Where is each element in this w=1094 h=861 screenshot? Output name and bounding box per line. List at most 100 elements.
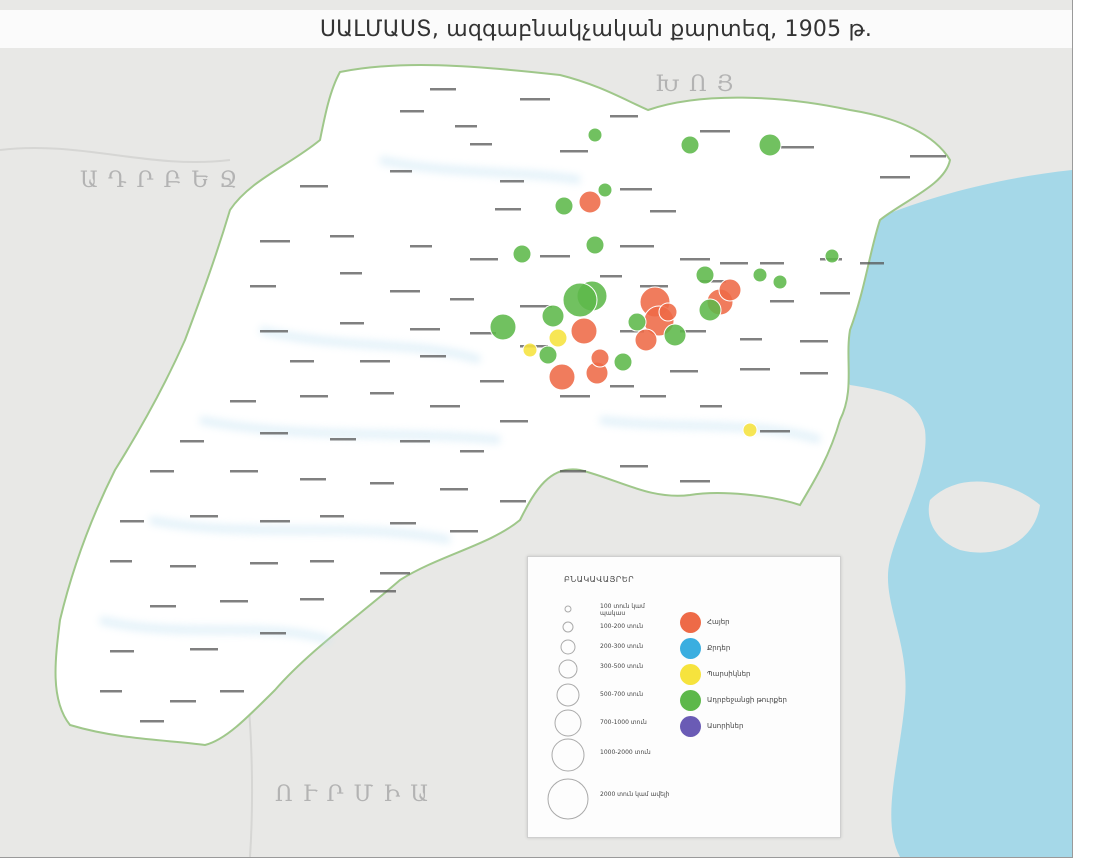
village-name-mark bbox=[800, 340, 828, 343]
village-name-mark bbox=[250, 285, 276, 288]
village-name-mark bbox=[400, 440, 430, 443]
village-name-mark bbox=[560, 395, 590, 398]
village-name-mark bbox=[260, 240, 290, 243]
swatch-turkic bbox=[680, 689, 701, 711]
map-canvas bbox=[0, 63, 1072, 857]
settlement-turkic bbox=[613, 352, 633, 372]
village-names bbox=[100, 88, 946, 723]
size-circle-2 bbox=[562, 621, 574, 633]
village-name-mark bbox=[450, 530, 478, 533]
village-name-mark bbox=[700, 280, 726, 283]
village-name-mark bbox=[720, 262, 748, 265]
village-name-mark bbox=[620, 245, 654, 248]
village-name-mark bbox=[860, 262, 884, 265]
settlement-markers bbox=[489, 127, 840, 438]
legend-armenian: Հայեր bbox=[680, 611, 730, 633]
village-name-mark bbox=[460, 450, 484, 453]
village-name-mark bbox=[300, 185, 328, 188]
village-name-mark bbox=[760, 430, 790, 433]
village-name-mark bbox=[600, 275, 622, 278]
village-name-mark bbox=[260, 632, 286, 635]
legend-size-label-3: 200-300 տուն bbox=[600, 643, 644, 650]
village-name-mark bbox=[700, 405, 722, 408]
village-name-mark bbox=[740, 368, 770, 371]
village-name-mark bbox=[670, 370, 698, 373]
region-label-north: ԽՈՅ bbox=[655, 72, 744, 97]
village-name-mark bbox=[330, 235, 354, 238]
size-circle-8 bbox=[547, 778, 589, 820]
village-name-mark bbox=[470, 332, 496, 335]
settlement-turkic bbox=[538, 345, 558, 365]
legend-kurdish-label: Քրդեր bbox=[707, 644, 731, 652]
village-name-mark bbox=[455, 125, 477, 128]
village-name-mark bbox=[390, 170, 412, 173]
village-name-mark bbox=[190, 648, 218, 651]
village-name-mark bbox=[470, 143, 492, 146]
village-name-mark bbox=[500, 180, 524, 183]
village-name-mark bbox=[470, 258, 498, 261]
village-name-mark bbox=[740, 338, 762, 341]
settlement-turkic bbox=[562, 282, 598, 318]
district-salmast bbox=[54, 63, 952, 747]
settlement-armenian bbox=[718, 278, 742, 302]
legend-size-circles bbox=[547, 605, 589, 820]
village-name-mark bbox=[640, 285, 668, 288]
village-name-mark bbox=[495, 208, 521, 211]
village-name-mark bbox=[400, 110, 424, 113]
village-name-mark bbox=[150, 605, 176, 608]
legend-size-label-7: 1000-2000 տուն bbox=[600, 749, 651, 756]
village-name-mark bbox=[150, 470, 174, 473]
settlement-armenian bbox=[658, 302, 678, 322]
village-name-mark bbox=[430, 405, 460, 408]
village-name-mark bbox=[140, 720, 164, 723]
village-name-mark bbox=[680, 330, 706, 333]
size-circle-3 bbox=[560, 639, 576, 655]
settlement-turkic bbox=[597, 182, 613, 198]
legend: ԲՆԱԿԱՎԱՅՐԵՐ 100 տուն կամ պակաս 100-200 տ… bbox=[527, 556, 841, 838]
settlement-turkic bbox=[695, 265, 715, 285]
settlement-turkic bbox=[663, 323, 687, 347]
size-circle-1 bbox=[564, 605, 572, 613]
size-circle-4 bbox=[558, 659, 578, 679]
village-name-mark bbox=[880, 176, 910, 179]
settlement-armenian bbox=[578, 190, 602, 214]
village-name-mark bbox=[910, 155, 946, 158]
village-name-mark bbox=[560, 150, 588, 153]
village-name-mark bbox=[260, 432, 288, 435]
village-name-mark bbox=[500, 500, 526, 503]
legend-persian: Պարսիկներ bbox=[680, 663, 750, 685]
settlement-armenian bbox=[548, 363, 576, 391]
village-name-mark bbox=[820, 292, 850, 295]
village-name-mark bbox=[370, 392, 394, 395]
title-bar: ՍԱԼՄԱՍՏ, ազգաբնակչական քարտեզ, 1905 թ. bbox=[0, 10, 1072, 48]
village-name-mark bbox=[120, 520, 144, 523]
settlement-turkic bbox=[772, 274, 788, 290]
village-name-mark bbox=[300, 478, 326, 481]
legend-turkic: Ադրբեջանցի թուրքեր bbox=[680, 689, 787, 711]
village-name-mark bbox=[480, 380, 504, 383]
map-frame: ՍԱԼՄԱՍՏ, ազգաբնակչական քարտեզ, 1905 թ. Ա… bbox=[0, 0, 1073, 858]
village-name-mark bbox=[300, 598, 324, 601]
village-name-mark bbox=[220, 690, 244, 693]
village-name-mark bbox=[780, 146, 814, 149]
settlement-armenian bbox=[570, 317, 598, 345]
village-name-mark bbox=[100, 690, 122, 693]
settlement-persian bbox=[522, 342, 538, 358]
village-name-mark bbox=[450, 298, 474, 301]
village-name-mark bbox=[230, 400, 256, 403]
settlement-turkic bbox=[554, 196, 574, 216]
legend-title: ԲՆԱԿԱՎԱՅՐԵՐ bbox=[564, 575, 635, 584]
village-name-mark bbox=[390, 290, 420, 293]
village-name-mark bbox=[170, 700, 196, 703]
village-name-mark bbox=[340, 322, 364, 325]
legend-size-label-6: 700-1000 տուն bbox=[600, 719, 647, 726]
settlement-turkic bbox=[512, 244, 532, 264]
village-name-mark bbox=[310, 560, 334, 563]
settlement-armenian bbox=[634, 328, 658, 352]
village-name-mark bbox=[410, 328, 440, 331]
village-name-mark bbox=[500, 420, 528, 423]
legend-persian-label: Պարսիկներ bbox=[707, 670, 751, 678]
village-name-mark bbox=[370, 590, 396, 593]
village-name-mark bbox=[300, 395, 328, 398]
legend-size-label-5: 500-700 տուն bbox=[600, 691, 644, 698]
